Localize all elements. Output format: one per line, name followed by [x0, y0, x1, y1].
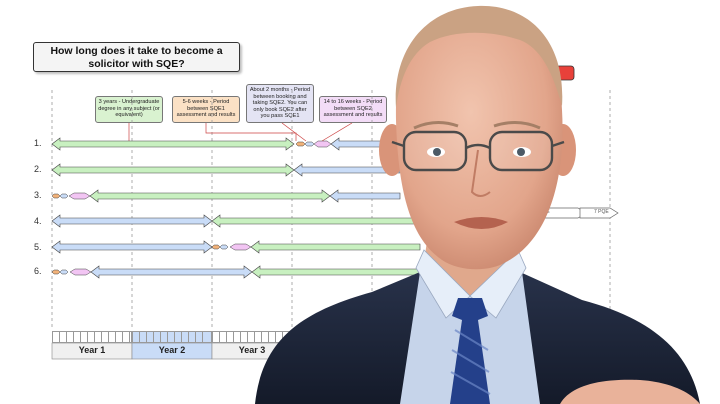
callout-sqe2-results: 14 to 16 weeks - Period between SQE2 ass… — [319, 96, 387, 123]
connector-line — [321, 122, 353, 142]
eye — [517, 148, 525, 156]
bar-qwe — [329, 189, 401, 203]
bar-booking — [59, 193, 69, 199]
mouth — [454, 217, 508, 229]
row-label-3: 3. — [34, 190, 42, 200]
hair — [395, 5, 563, 108]
callout-undergrad: 3 years - Undergraduate degree in any su… — [95, 96, 163, 123]
eyebrow — [493, 121, 541, 130]
bar-undergrad — [51, 137, 295, 151]
callout-sqe2-booking-text: About 2 months - Period between booking … — [249, 87, 311, 120]
year-label-1: Year 1 — [78, 345, 106, 355]
pqe-label-right: 7 PQE — [594, 209, 609, 215]
eye — [433, 148, 441, 156]
row-label-2: 2. — [34, 164, 42, 174]
year-label-2: Year 2 — [158, 345, 186, 355]
eyebrow — [413, 121, 459, 130]
bar-booking — [219, 244, 229, 250]
row-label-5: 5. — [34, 242, 42, 252]
row-label-1: 1. — [34, 138, 42, 148]
nose — [470, 149, 491, 197]
callout-sqe1-results: 5-6 weeks - Period between SQE1 assessme… — [172, 96, 240, 123]
connector-line — [281, 122, 307, 142]
chart-title: How long does it take to become a solici… — [33, 42, 240, 72]
hand — [560, 379, 700, 404]
chart-title-text: How long does it take to become a solici… — [50, 45, 223, 70]
connector-line — [205, 123, 297, 141]
bar-booking — [59, 269, 69, 275]
callout-sqe2-results-text: 14 to 16 weeks - Period between SQE2 ass… — [323, 99, 383, 119]
bar-undergrad — [250, 240, 421, 254]
year-label-3: Year 3 — [238, 345, 266, 355]
face — [395, 7, 563, 270]
shirt-collar — [469, 249, 527, 319]
callout-sqe1-results-text: 5-6 weeks - Period between SQE1 assessme… — [176, 99, 236, 119]
row-label-4: 4. — [34, 216, 42, 226]
shirt-collar — [415, 249, 471, 319]
row-label-6: 6. — [34, 266, 42, 276]
glasses — [391, 130, 565, 172]
callout-sqe2-booking: About 2 months - Period between booking … — [246, 84, 314, 123]
callout-undergrad-text: 3 years - Undergraduate degree in any su… — [98, 99, 160, 119]
pqe-arrow — [579, 207, 619, 219]
